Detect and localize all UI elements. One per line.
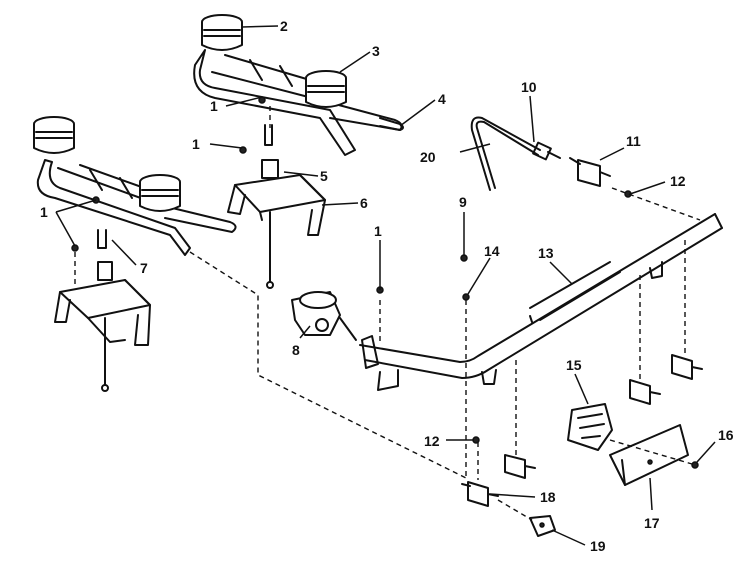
switch-block — [567, 403, 613, 451]
callout-3: 3 — [372, 43, 380, 59]
manifold-valves — [504, 354, 703, 479]
burner-head — [305, 70, 347, 108]
callout-2: 2 — [280, 18, 288, 34]
burner-cap — [201, 14, 243, 51]
callout-6: 6 — [360, 195, 368, 211]
callout-9: 9 — [459, 194, 467, 210]
callout-15: 15 — [566, 357, 582, 373]
rear-burner-assembly — [193, 14, 404, 156]
callout-12: 12 — [424, 433, 440, 449]
front-burner-assembly — [33, 116, 237, 256]
burner-support-bracket — [227, 124, 326, 289]
tube — [470, 116, 561, 191]
callout-1: 1 — [374, 223, 382, 239]
callout-12: 12 — [670, 173, 686, 189]
manifold-pipe — [359, 213, 723, 391]
callout-13: 13 — [538, 245, 554, 261]
valve-18 — [461, 481, 499, 507]
valve-11 — [569, 157, 611, 187]
callout-14: 14 — [484, 243, 500, 259]
callout-1: 1 — [210, 98, 218, 114]
burner-head-left — [33, 116, 75, 154]
callout-8: 8 — [292, 342, 300, 358]
orifice-holder-bracket — [54, 229, 151, 392]
callout-7: 7 — [140, 260, 148, 276]
leader-lines — [55, 25, 716, 546]
callout-18: 18 — [540, 489, 556, 505]
callouts: 2 3 4 1 1 5 6 1 7 8 1 9 14 10 11 12 20 1… — [40, 18, 734, 554]
callout-5: 5 — [320, 168, 328, 184]
callout-10: 10 — [521, 79, 537, 95]
callout-4: 4 — [438, 91, 446, 107]
callout-1: 1 — [40, 204, 48, 220]
knob-clip — [529, 515, 556, 537]
callout-11: 11 — [626, 133, 641, 149]
assembly-lines — [74, 106, 701, 521]
callout-19: 19 — [590, 538, 606, 554]
callout-17: 17 — [644, 515, 660, 531]
switch-bracket — [609, 424, 689, 486]
callout-1: 1 — [192, 136, 200, 152]
callout-20: 20 — [420, 149, 436, 165]
pressure-regulator — [291, 291, 357, 341]
burner-head-right — [139, 174, 181, 212]
callout-16: 16 — [718, 427, 734, 443]
